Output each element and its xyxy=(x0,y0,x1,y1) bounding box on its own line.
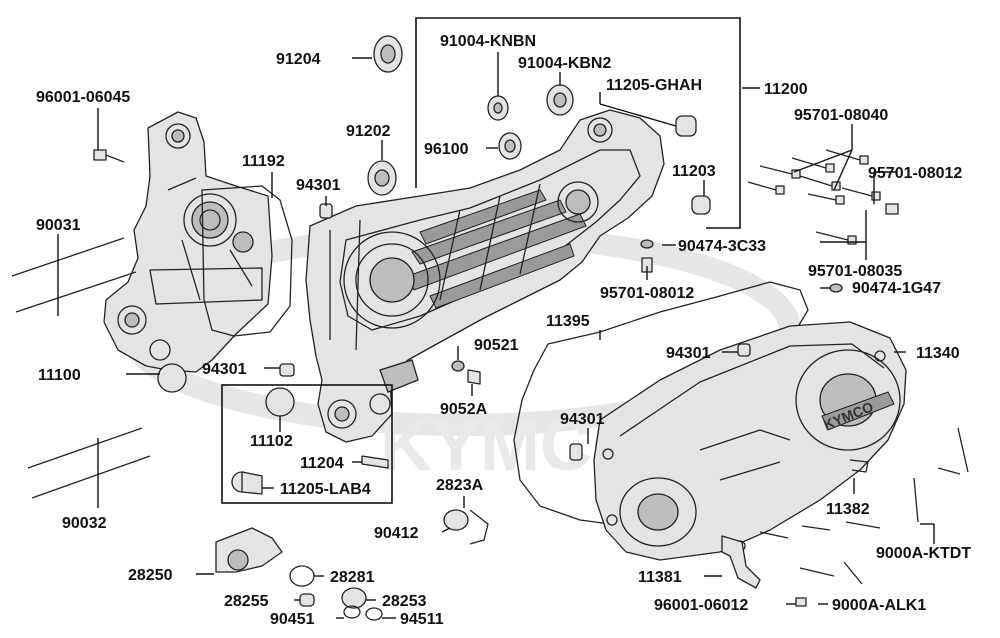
label-11340: 11340 xyxy=(916,345,960,362)
left-crankcase xyxy=(103,111,273,373)
bushing-11102 xyxy=(265,387,295,417)
label-95701-08012-a: 95701-08012 xyxy=(600,285,694,302)
label-11204: 11204 xyxy=(300,455,344,472)
label-91202: 91202 xyxy=(346,123,391,140)
kick-cam-2823a xyxy=(443,509,489,545)
bearing-91004-kbn2 xyxy=(546,84,574,116)
label-11100: 11100 xyxy=(38,367,81,384)
label-90474-3c33: 90474-3C33 xyxy=(678,238,766,255)
studs-90031 xyxy=(11,237,137,313)
label-11102: 11102 xyxy=(250,433,293,450)
label-9000a-alk1: 9000A-ALK1 xyxy=(832,597,926,614)
label-94301-c: 94301 xyxy=(202,361,247,378)
washer-90451 xyxy=(343,605,361,619)
label-90474-1g47: 90474-1G47 xyxy=(852,280,941,297)
dowel-94301-a xyxy=(319,203,333,219)
bolt-96001-06012 xyxy=(795,597,807,607)
group-box-11200 xyxy=(415,17,741,229)
label-9000a-ktdt: 9000A-KTDT xyxy=(876,545,971,562)
dowel-94301-b xyxy=(737,343,751,357)
crankcase-ribs xyxy=(407,183,587,309)
label-96001-06045: 96001-06045 xyxy=(36,89,130,106)
main-crankcase xyxy=(305,109,665,443)
label-28281: 28281 xyxy=(330,569,375,586)
bushing-11100 xyxy=(157,363,187,393)
clip-11382 xyxy=(849,459,869,473)
label-28255: 28255 xyxy=(224,593,269,610)
bracket-11381 xyxy=(721,535,761,589)
label-11192: 11192 xyxy=(242,153,285,170)
studs-90032 xyxy=(27,427,151,499)
label-11203: 11203 xyxy=(672,163,716,180)
label-90451: 90451 xyxy=(270,611,315,628)
label-91004-kbn2: 91004-KBN2 xyxy=(518,55,611,72)
label-95701-08040: 95701-08040 xyxy=(794,107,888,124)
seal-91204 xyxy=(373,35,403,73)
bushing-28253 xyxy=(341,587,367,609)
bolts-9000a-alk1 xyxy=(799,561,863,585)
seal-91202 xyxy=(367,160,397,196)
label-94301-d: 94301 xyxy=(560,411,605,428)
label-11381: 11381 xyxy=(638,569,682,586)
bolt-95701-08012-b xyxy=(885,203,899,215)
label-2823a: 2823A xyxy=(436,477,484,494)
kick-spindle-28250 xyxy=(215,527,283,573)
label-11205-ghah: 11205-GHAH xyxy=(606,77,702,94)
label-91204: 91204 xyxy=(276,51,321,68)
dowel-94301-c xyxy=(279,363,295,377)
washer-90474-1g47 xyxy=(829,283,843,293)
bushing-11205-lab4 xyxy=(231,471,263,495)
washer-90521 xyxy=(451,360,465,372)
label-90032: 90032 xyxy=(62,515,107,532)
label-11200: 11200 xyxy=(764,81,808,98)
bolts-95701-08035 xyxy=(815,187,881,245)
label-94511: 94511 xyxy=(400,611,444,628)
clip-94511 xyxy=(365,607,383,621)
label-90412: 90412 xyxy=(374,525,419,542)
bushing-11205-ghah xyxy=(675,115,697,137)
label-90031: 90031 xyxy=(36,217,81,234)
label-11395: 11395 xyxy=(546,313,590,330)
bearing-91004-knbn xyxy=(487,95,509,121)
bolt-9052a xyxy=(467,369,481,385)
group-box-11102 xyxy=(221,384,393,504)
bolt-95701-08012-a xyxy=(641,257,653,273)
spring-28281 xyxy=(289,565,315,587)
label-91004-knbn: 91004-KNBN xyxy=(440,33,536,50)
label-96100: 96100 xyxy=(424,141,469,158)
leader-lines xyxy=(57,52,935,619)
label-94301-a: 94301 xyxy=(296,177,341,194)
transmission-cover: KYMCO xyxy=(593,321,907,561)
label-95701-08012-b: 95701-08012 xyxy=(868,165,962,182)
label-95701-08035: 95701-08035 xyxy=(808,263,902,280)
bolt-96001-06045 xyxy=(93,149,125,163)
label-9052a: 9052A xyxy=(440,401,488,418)
bushing-28255 xyxy=(299,593,315,607)
label-96001-06012: 96001-06012 xyxy=(654,597,748,614)
bolts-9000a-ktdt xyxy=(759,427,969,539)
bushing-11203 xyxy=(691,195,711,215)
gasket-11192 xyxy=(201,185,293,337)
label-94301-b: 94301 xyxy=(666,345,711,362)
washer-90474-3c33 xyxy=(640,239,654,249)
bolts-95701-08040 xyxy=(747,149,869,205)
part-labels: 91204 96001-06045 91004-KNBN 91004-KBN2 … xyxy=(36,33,971,628)
label-90521: 90521 xyxy=(474,337,519,354)
label-11205-lab4: 11205-LAB4 xyxy=(280,481,371,498)
dowel-94301-d xyxy=(569,443,583,461)
bearing-96100 xyxy=(498,132,522,160)
label-28253: 28253 xyxy=(382,593,427,610)
label-28250: 28250 xyxy=(128,567,173,584)
label-11382: 11382 xyxy=(826,501,870,518)
